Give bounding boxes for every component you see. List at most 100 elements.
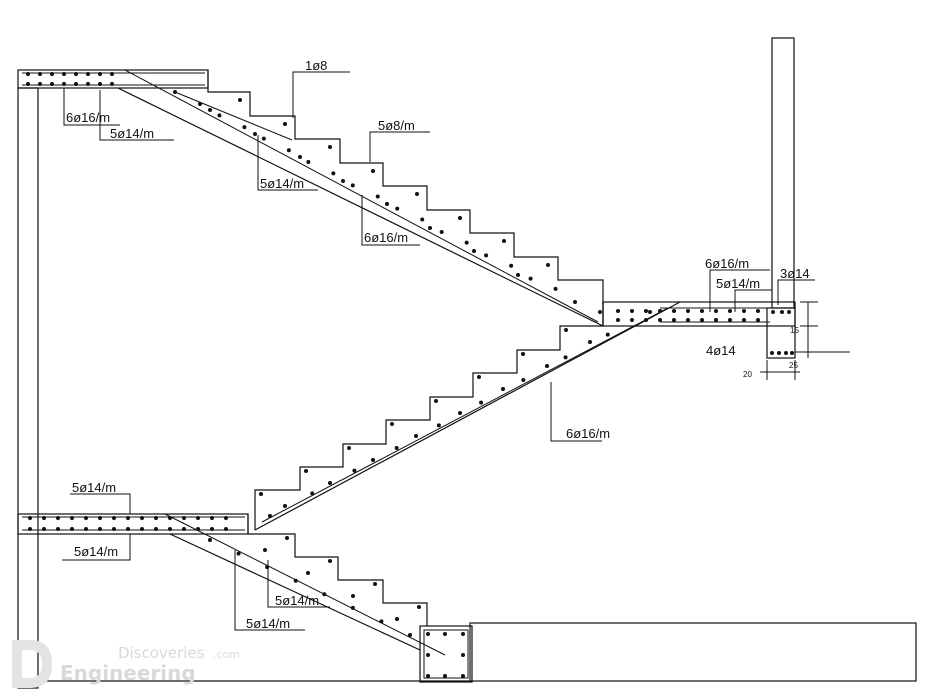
label-6phi16-upper-mid: 6ø16/m — [364, 230, 408, 245]
rebar-dot — [182, 516, 186, 520]
upper-flight — [117, 69, 604, 327]
rebar-dot — [298, 155, 302, 159]
rebar-dot — [648, 310, 652, 314]
rebar-dot — [74, 72, 78, 76]
rebar-dot — [268, 514, 272, 518]
label-5phi14-left-top: 5ø14/m — [72, 480, 116, 495]
rebar-dot — [428, 226, 432, 230]
rebar-dot — [98, 82, 102, 86]
rebar-dot — [322, 592, 327, 597]
bottom-flight-soffit — [169, 533, 421, 651]
rebar-dot — [658, 309, 662, 313]
rebar-dot — [385, 202, 389, 206]
dim-15: 15 — [790, 326, 799, 335]
rebar-dot — [756, 318, 760, 322]
rebar-dot — [546, 263, 550, 267]
rebar-dot — [479, 400, 484, 405]
rebar-dot — [352, 468, 357, 473]
watermark-line2: Engineering — [60, 661, 196, 685]
rebar-dot — [286, 148, 291, 153]
rebar-dot — [110, 82, 114, 86]
rebar-dot — [644, 309, 648, 313]
rebar-dot — [672, 318, 676, 322]
rebar-dot — [728, 309, 732, 313]
rebar-dot — [306, 160, 311, 164]
rebar-dot — [464, 240, 469, 245]
rebar-dot — [728, 318, 732, 322]
rebar-dot — [502, 239, 506, 243]
rebar-dot — [210, 516, 214, 520]
rebar-dot — [261, 136, 266, 141]
rebar-dot — [787, 310, 791, 314]
rebar-dot — [394, 446, 399, 450]
rebar-dot — [443, 632, 447, 636]
rebar-dot — [217, 113, 222, 118]
rebar-dot — [573, 300, 577, 304]
rebar-dot — [461, 674, 465, 678]
label-5phi14-top: 5ø14/m — [110, 126, 154, 141]
rebar-dot — [208, 108, 212, 112]
rebar-dot — [283, 504, 287, 508]
rebar-dot — [26, 82, 30, 86]
rebar-dot — [182, 527, 186, 531]
upper-flight-steps — [207, 70, 604, 326]
rebar-dot — [686, 309, 690, 313]
rebar-dot — [501, 387, 505, 391]
rebar-dot — [588, 340, 592, 344]
rebar-dot — [328, 559, 332, 563]
rebar-dot — [742, 318, 746, 322]
rebar-dot — [630, 309, 634, 313]
rebar-dot — [140, 516, 144, 520]
rebar-dot — [658, 318, 662, 322]
rebar-dot — [253, 132, 257, 136]
rebar-dot — [84, 527, 88, 531]
ground-slab — [469, 622, 917, 682]
rebar-dot — [700, 309, 704, 313]
rebar-dot — [50, 72, 54, 76]
rebar-dot — [38, 72, 42, 76]
rebar-dot — [771, 310, 775, 314]
rebar-dot — [62, 72, 66, 76]
lower-flight-soffit — [254, 301, 681, 531]
rebar-dot — [86, 72, 90, 76]
rebar-dot — [347, 446, 351, 450]
watermark: Discoveries .com Engineering — [12, 640, 240, 688]
label-3phi14: 3ø14 — [780, 266, 810, 281]
rebar-dot — [756, 309, 760, 313]
watermark-line1: Discoveries — [118, 644, 205, 662]
rebar-dot — [98, 527, 102, 531]
watermark-logo-icon — [12, 640, 52, 688]
rebar-dot — [714, 309, 718, 313]
rebar-dot — [283, 122, 287, 126]
rebar-dot — [461, 632, 465, 636]
rebar-dot — [168, 527, 172, 531]
rebar-dot — [436, 423, 441, 428]
dim-25: 25 — [789, 361, 798, 370]
rebar-dot — [210, 527, 214, 531]
rebar-dots — [26, 72, 794, 678]
rebar-dot — [74, 82, 78, 86]
rebar-dot — [630, 318, 634, 322]
rebar-dot — [439, 230, 444, 234]
left-wall — [17, 87, 39, 689]
rebar-dot — [224, 527, 228, 531]
watermark-line1-suffix: .com — [213, 648, 240, 661]
rebar-dot — [62, 82, 66, 86]
label-5phi8: 5ø8/m — [378, 118, 415, 133]
rebar-dot — [371, 169, 375, 173]
rebar-dot — [42, 527, 46, 531]
rebar-dot — [110, 72, 114, 76]
rebar-dot — [516, 273, 520, 277]
rebar-dot — [351, 594, 355, 598]
rebar-dot — [379, 619, 384, 624]
rebar-dot — [238, 98, 242, 102]
rebar-dot — [784, 351, 788, 355]
rebar-dot — [375, 194, 380, 199]
rebar-dot — [224, 516, 228, 520]
rebar-dot — [196, 516, 200, 520]
label-6phi16-landing: 6ø16/m — [705, 256, 749, 271]
rebar-dot — [426, 674, 430, 678]
rebar-dot — [350, 605, 355, 610]
rebar-dot — [644, 318, 648, 322]
